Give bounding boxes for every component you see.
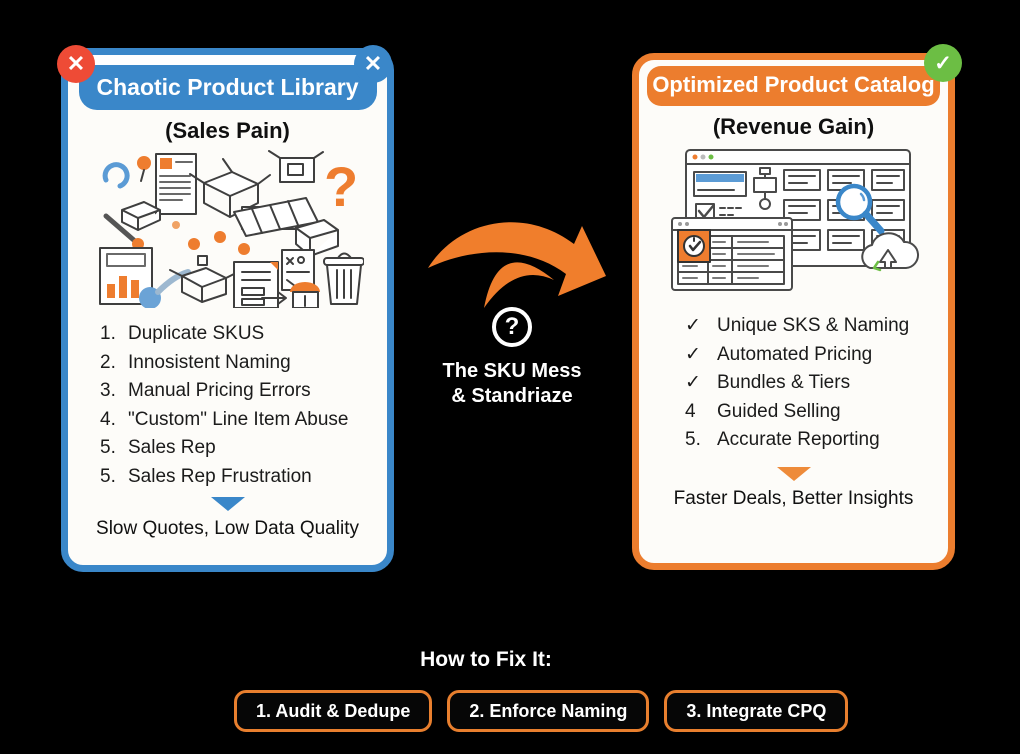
down-triangle-icon — [776, 466, 811, 481]
audit-dedupe-button[interactable]: 1. Audit & Dedupe — [234, 690, 433, 732]
open-box-doodle — [188, 158, 271, 218]
list-item: 1. Duplicate SKUS — [100, 323, 265, 344]
trash-can-doodle — [322, 252, 364, 305]
error-x-icon: ✕ — [57, 45, 95, 83]
open-box2-doodle — [168, 255, 239, 303]
list-item: 2. Innosistent Naming — [100, 351, 291, 373]
title-bar-strip — [75, 55, 380, 65]
catalog-illustration — [670, 149, 919, 291]
list-item: ✓ Bundles & Tiers — [685, 372, 851, 393]
cap-doodle — [289, 282, 320, 292]
middle-caption: The SKU Mess & Standriaze — [442, 360, 582, 407]
list-item: 3. Manual Pricing Errors — [100, 380, 311, 401]
close-x-icon: ✕ — [354, 45, 392, 83]
question-mark-doodle: ? — [324, 155, 358, 218]
pain-list: 1. Duplicate SKUS 2. Innosistent Naming … — [100, 320, 387, 491]
integrate-cpq-button[interactable]: 3. Integrate CPQ — [664, 690, 849, 732]
question-circle-icon: ? — [492, 307, 532, 347]
left-card-title: Chaotic Product Library — [78, 71, 377, 110]
success-check-icon: ✓ — [924, 44, 962, 82]
pin-icon — [136, 156, 151, 170]
hook-doodle — [102, 162, 130, 189]
chaotic-illustration: ? — [98, 150, 364, 308]
enforce-naming-button[interactable]: 2. Enforce Naming — [447, 690, 650, 732]
right-card-footer: Faster Deals, Better Insights — [673, 487, 914, 509]
pencil-doodle — [103, 213, 138, 245]
right-card-title: Optimized Product Catalog — [647, 66, 940, 106]
arrow-doodle — [260, 291, 287, 305]
list-item: 5. Sales Rep — [100, 437, 216, 458]
left-card-footer: Slow Quotes, Low Data Quality — [96, 518, 359, 539]
small-box-doodle — [267, 150, 324, 183]
card-title-bar — [68, 55, 387, 71]
bar-chart-doodle — [98, 247, 153, 305]
list-item: 5. Accurate Reporting — [685, 429, 880, 450]
list-item: ✓ Unique SKS & Naming — [685, 315, 910, 336]
magnifier-icon — [835, 183, 884, 235]
how-to-fix-heading: How to Fix It: — [420, 648, 552, 671]
list-item: 4. "Custom" Line Item Abuse — [100, 408, 349, 430]
right-card-subtitle: (Revenue Gain) — [712, 114, 875, 139]
transform-arrow-icon — [428, 222, 606, 308]
optimized-product-catalog-card: ✓ Optimized Product Catalog (Revenue Gai… — [632, 44, 962, 570]
gain-list: ✓ Unique SKS & Naming ✓ Automated Pricin… — [685, 312, 948, 455]
chaotic-product-library-card: ✕ ✕ Chaotic Product Library (Sales Pain) — [57, 45, 394, 572]
list-item: 5. Sales Rep Frustration — [100, 465, 312, 487]
list-item: ✓ Automated Pricing — [685, 343, 873, 365]
list-item: 4 Guided Selling — [685, 400, 841, 422]
form-doodle — [232, 261, 279, 308]
fix-steps-row: 1. Audit & Dedupe 2. Enforce Naming 3. I… — [234, 690, 849, 732]
catalog-check-icon — [676, 229, 711, 263]
down-triangle-icon — [210, 497, 245, 511]
cloud-upload-icon — [860, 232, 919, 272]
left-card-subtitle: (Sales Pain) — [165, 118, 290, 143]
document-doodle — [154, 153, 197, 215]
